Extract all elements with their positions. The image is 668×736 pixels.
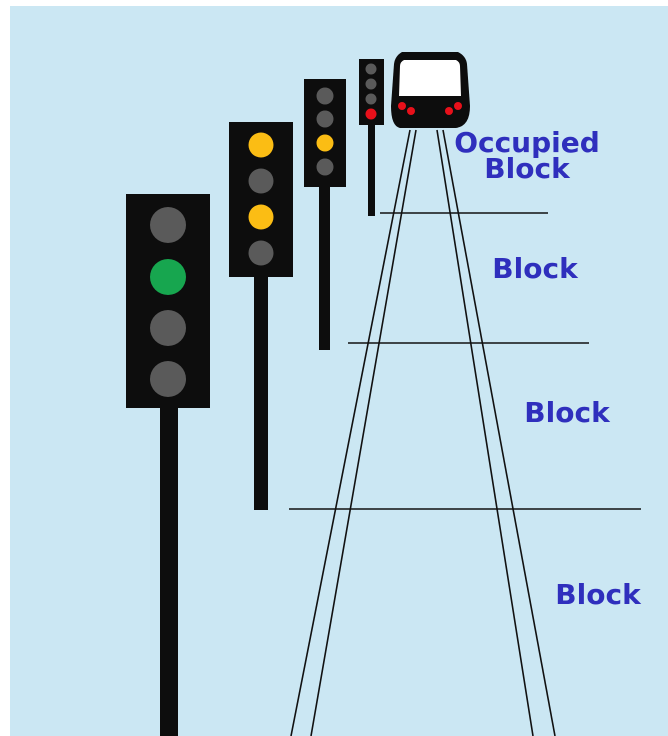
signal-lamp xyxy=(316,110,334,128)
signal-lamp xyxy=(150,259,186,295)
train-headlight xyxy=(445,107,453,115)
signal-lamp xyxy=(150,310,186,346)
block-label-1: Block xyxy=(492,252,578,285)
train-windscreen xyxy=(399,60,461,96)
block-label-2: Block xyxy=(524,396,610,429)
block-boundaries xyxy=(289,212,641,510)
signal-lamp xyxy=(248,240,274,266)
rail-right-outer xyxy=(442,129,556,736)
signal-pole xyxy=(368,123,375,216)
train-headlight xyxy=(398,102,406,110)
signal-pole xyxy=(160,405,178,736)
rail-right-inner xyxy=(436,129,534,736)
occupied-block-label: Occupied Block xyxy=(452,126,602,185)
rail-left-outer xyxy=(290,129,411,736)
signal-lamp xyxy=(316,87,334,105)
occupied-label-line2: Block xyxy=(484,152,570,185)
signal-single-yellow xyxy=(304,79,346,350)
signal-lamp xyxy=(316,158,334,176)
occupied-label-line1: Occupied xyxy=(454,126,600,159)
signal-double-yellow xyxy=(229,122,293,510)
signal-lamp xyxy=(365,63,377,75)
signal-pole xyxy=(254,275,268,510)
rail-left-inner xyxy=(310,129,417,736)
signal-lamp xyxy=(248,168,274,194)
signal-lamp xyxy=(365,78,377,90)
signal-lamp xyxy=(365,93,377,105)
signal-pole xyxy=(319,185,330,350)
track xyxy=(290,129,556,736)
signal-lamp xyxy=(150,207,186,243)
signal-red xyxy=(359,59,384,216)
train-headlight xyxy=(454,102,462,110)
signal-lamp xyxy=(150,361,186,397)
signal-lamp xyxy=(248,132,274,158)
train-front-icon xyxy=(391,52,470,128)
signal-green xyxy=(126,194,210,736)
block-label-3: Block xyxy=(555,578,641,611)
train-headlight xyxy=(407,107,415,115)
signal-lamp xyxy=(248,204,274,230)
signal-lamp xyxy=(316,134,334,152)
signal-lamp xyxy=(365,108,377,120)
